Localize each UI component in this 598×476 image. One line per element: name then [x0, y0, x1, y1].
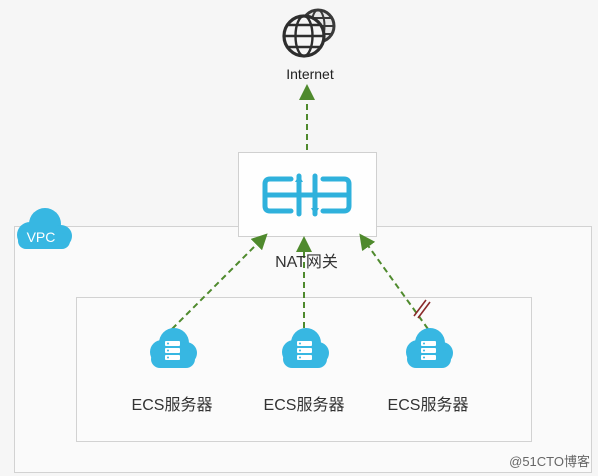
pen-mark — [413, 299, 431, 319]
ecs3-to-nat-arrow — [359, 233, 429, 330]
cloud-server-icon — [282, 328, 329, 368]
ecs-server-label: ECS服务器 — [263, 397, 345, 414]
internet-label: Internet — [286, 66, 334, 82]
ecs1-to-nat-arrow — [171, 233, 268, 330]
ecs-server-label: ECS服务器 — [387, 397, 469, 414]
globe-icon — [282, 8, 336, 58]
vpc-label: VPC — [26, 229, 56, 245]
cloud-server-icon — [150, 328, 197, 368]
ecs-server-label: ECS服务器 — [131, 397, 213, 414]
nat-gateway-label: NAT网关 — [275, 254, 338, 271]
cloud-server-icon — [406, 328, 453, 368]
watermark: @51CTO博客 — [509, 454, 590, 469]
nat-gateway-icon — [262, 173, 352, 217]
subnet-container — [76, 297, 532, 442]
cloud-icon — [17, 208, 72, 249]
